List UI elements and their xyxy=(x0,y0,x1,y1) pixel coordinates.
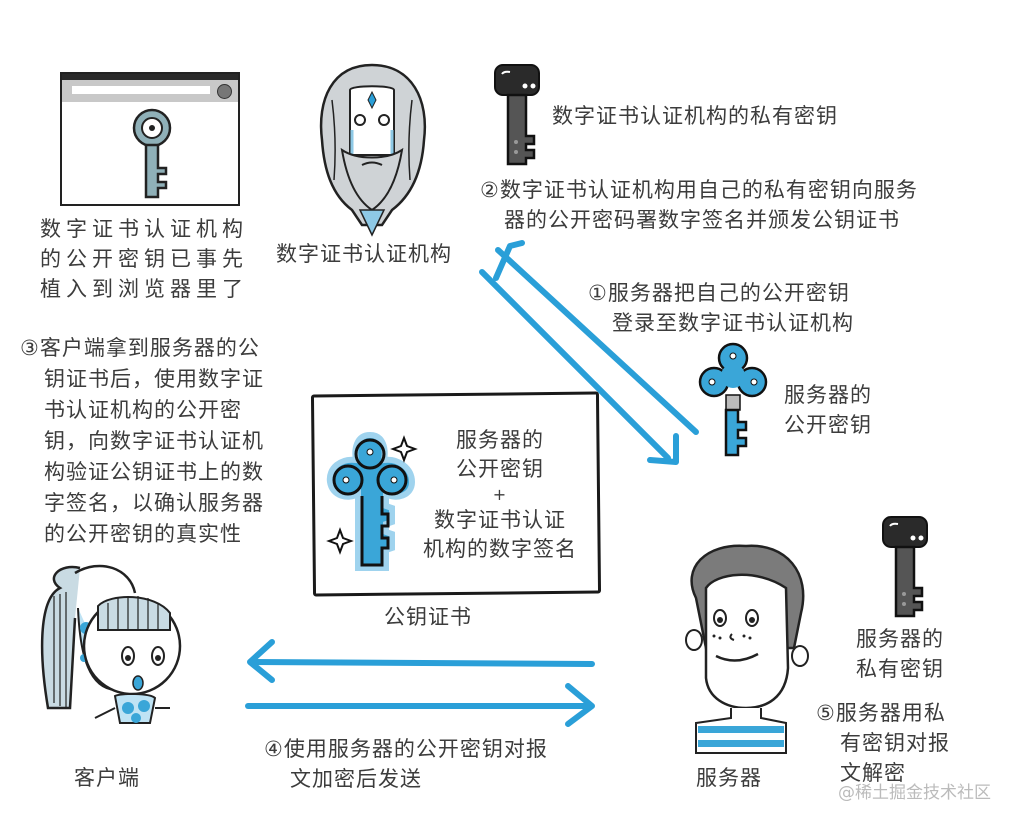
step5-line: 有密钥对报 xyxy=(840,731,950,755)
step5-line: ⑤服务器用私 xyxy=(816,701,946,725)
ca-private-key-icon xyxy=(494,64,540,166)
ca-private-key-label: 数字证书认证机构的私有密钥 xyxy=(552,104,838,128)
step3-line: ③客户端拿到服务器的公 xyxy=(20,336,260,360)
step5-text: ⑤服务器用私 有密钥对报 文解密 xyxy=(816,698,950,788)
client-label: 客户端 xyxy=(74,766,140,790)
certificate-content-line: 数字证书认证 xyxy=(434,508,566,532)
arrow-to-server-head xyxy=(647,433,679,465)
certificate-key-icon xyxy=(326,431,418,571)
certificate-plus-sign: + xyxy=(492,485,508,504)
server-private-key-icon xyxy=(882,516,928,618)
arrow-server-to-client-head xyxy=(247,639,275,683)
server-public-key-icon xyxy=(698,342,768,457)
browser-url-field xyxy=(72,86,210,94)
step4-line: ④使用服务器的公开密钥对报 xyxy=(264,737,548,761)
client-avatar xyxy=(40,564,182,724)
server-public-key-line: 服务器的 xyxy=(784,383,872,407)
step3-line: 构验证公钥证书上的数 xyxy=(44,460,264,484)
step1-line: ①服务器把自己的公开密钥 xyxy=(588,281,850,305)
browser-address-bar xyxy=(62,80,238,102)
certificate-content: 服务器的 公开密钥 + 数字证书认证 机构的数字签名 xyxy=(412,426,588,564)
step4-line: 文加密后发送 xyxy=(290,767,422,791)
server-public-key-line: 公开密钥 xyxy=(784,413,872,437)
certificate-content-line: 机构的数字签名 xyxy=(423,537,577,561)
server-public-key-label: 服务器的 公开密钥 xyxy=(784,380,872,440)
step2-line: 器的公开密码署数字签名并颁发公钥证书 xyxy=(504,208,900,232)
step3-line: 书认证机构的公开密 xyxy=(44,398,242,422)
server-label: 服务器 xyxy=(696,766,762,790)
step2-line: ②数字证书认证机构用自己的私有密钥向服务 xyxy=(480,178,918,202)
step2-text: ②数字证书认证机构用自己的私有密钥向服务 器的公开密码署数字签名并颁发公钥证书 xyxy=(480,175,918,235)
step3-line: 的公开密钥的真实性 xyxy=(44,522,242,546)
browser-caption-line: 植入到浏览器里了 xyxy=(40,277,248,301)
certificate-label: 公钥证书 xyxy=(384,605,472,629)
ca-public-key-icon xyxy=(132,108,172,199)
ca-wizard-avatar xyxy=(319,63,427,237)
server-avatar xyxy=(685,544,809,754)
browser-window-illustration xyxy=(60,72,240,206)
certificate-content-line: 服务器的 xyxy=(456,428,544,452)
step3-line: 字签名，以确认服务器 xyxy=(44,491,264,515)
step3-text: ③客户端拿到服务器的公 钥证书后，使用数字证 书认证机构的公开密 钥，向数字证书… xyxy=(20,333,264,550)
browser-caption: 数字证书认证机构 的公开密钥已事先 植入到浏览器里了 xyxy=(40,214,248,304)
browser-caption-line: 数字证书认证机构 xyxy=(40,217,248,241)
arrow-server-to-client xyxy=(249,659,595,667)
server-private-key-line: 服务器的 xyxy=(856,627,944,651)
step3-line: 钥证书后，使用数字证 xyxy=(44,367,264,391)
browser-caption-line: 的公开密钥已事先 xyxy=(40,247,248,271)
arrow-to-ca-head xyxy=(493,240,525,281)
browser-titlebar xyxy=(62,74,238,80)
watermark: @稀土掘金技术社区 xyxy=(838,783,991,803)
arrow-client-to-server-head xyxy=(565,683,595,727)
server-private-key-label: 服务器的 私有密钥 xyxy=(856,624,944,684)
step1-line: 登录至数字证书认证机构 xyxy=(612,311,854,335)
browser-button-icon xyxy=(217,84,232,99)
step5-line: 文解密 xyxy=(840,761,906,785)
server-private-key-line: 私有密钥 xyxy=(856,657,944,681)
step4-text: ④使用服务器的公开密钥对报 文加密后发送 xyxy=(264,734,548,794)
certificate-content-line: 公开密钥 xyxy=(456,457,544,481)
step3-line: 钥，向数字证书认证机 xyxy=(44,429,264,453)
ca-label: 数字证书认证机构 xyxy=(276,242,452,266)
step1-text: ①服务器把自己的公开密钥 登录至数字证书认证机构 xyxy=(588,278,854,338)
